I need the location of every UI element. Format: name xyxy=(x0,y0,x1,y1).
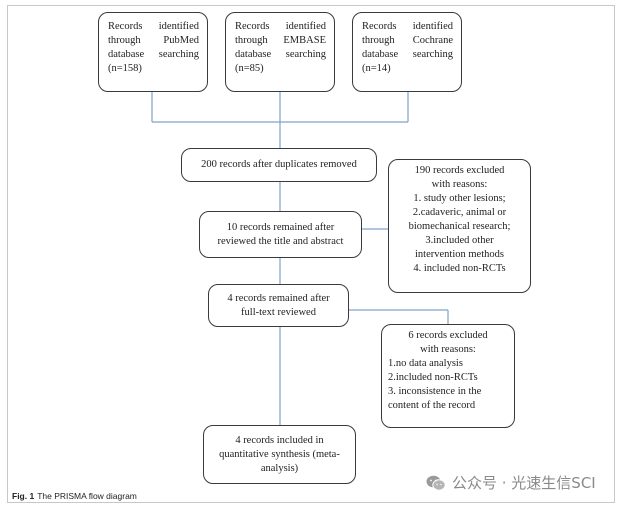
screened-box: 10 records remained after reviewed the t… xyxy=(199,211,362,258)
source-line: Records identified xyxy=(108,21,199,32)
excluded-screen-head: 190 records excluded xyxy=(414,165,505,176)
source-box-pubmed: Records identified through PubMed databa… xyxy=(98,12,208,92)
exclusion-reason: 2.cadaveric, animal or xyxy=(412,207,507,218)
source-count: (n=158) xyxy=(108,63,142,74)
duplicates-text: 200 records after duplicates removed xyxy=(201,159,357,170)
source-line: through PubMed xyxy=(108,35,199,46)
excluded-fulltext-head: 6 records excluded xyxy=(408,330,488,341)
source-line: through Cochrane xyxy=(362,35,453,46)
exclusion-reason: 3.included other xyxy=(425,235,494,246)
included-line: quantitative synthesis (meta- xyxy=(219,448,340,460)
exclusion-reason: biomechanical research; xyxy=(408,221,511,232)
exclusion-reason: 1.no data analysis xyxy=(388,358,463,369)
exclusion-reason: 4. included non-RCTs xyxy=(413,263,506,274)
source-line: database searching xyxy=(235,49,326,60)
source-line: database searching xyxy=(108,49,199,60)
source-line: Records identified xyxy=(235,21,326,32)
exclusion-reason: intervention methods xyxy=(415,249,504,260)
source-box-cochrane: Records identified through Cochrane data… xyxy=(352,12,462,92)
excluded-fulltext-head: with reasons: xyxy=(420,344,476,355)
figure-caption-label: Fig. 1 xyxy=(12,491,35,501)
source-box-embase: Records identified through EMBASE databa… xyxy=(225,12,335,92)
source-line: Records identified xyxy=(362,21,453,32)
included-line: analysis) xyxy=(260,462,299,474)
excluded-screen-head: with reasons: xyxy=(431,179,488,190)
exclusion-reason: content of the record xyxy=(388,400,476,411)
duplicates-box: 200 records after duplicates removed xyxy=(181,148,377,182)
source-count: (n=85) xyxy=(235,63,264,74)
watermark-text: 公众号 · 光速生信SCI xyxy=(452,474,596,492)
exclusion-reason: 1. study other lesions; xyxy=(413,193,506,204)
source-count: (n=14) xyxy=(362,63,391,74)
excluded-fulltext-box: 6 records excluded with reasons: 1.no da… xyxy=(381,324,515,428)
source-line: through EMBASE xyxy=(235,35,326,46)
included-box: 4 records included in quantitative synth… xyxy=(203,425,356,484)
figure-frame xyxy=(7,5,615,503)
fulltext-line: full-text reviewed xyxy=(241,306,316,318)
screened-line: 10 records remained after xyxy=(226,221,335,233)
included-line: 4 records included in xyxy=(235,434,324,446)
fulltext-box: 4 records remained after full-text revie… xyxy=(208,284,349,327)
exclusion-reason: 3. inconsistence in the xyxy=(388,386,482,397)
figure-caption-text: The PRISMA flow diagram xyxy=(37,491,137,501)
wechat-icon xyxy=(426,475,446,491)
source-line: database searching xyxy=(362,49,453,60)
watermark: 公众号 · 光速生信SCI xyxy=(426,472,596,493)
screened-line: reviewed the title and abstract xyxy=(217,235,344,247)
exclusion-reason: 2.included non-RCTs xyxy=(388,372,478,383)
excluded-screen-box: 190 records excluded with reasons: 1. st… xyxy=(388,159,531,293)
fulltext-line: 4 records remained after xyxy=(227,292,330,304)
